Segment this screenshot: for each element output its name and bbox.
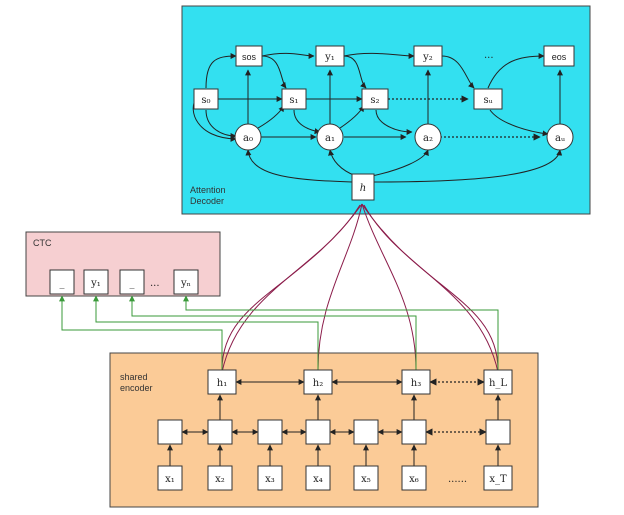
attention-link-h2 — [317, 203, 363, 371]
output-y2-label: y₂ — [422, 52, 433, 63]
state-s1 — [281, 88, 307, 110]
ctc-token-blank-1-label: _ — [60, 278, 65, 289]
attention-decoder-region — [181, 5, 591, 215]
attention-a0 — [234, 123, 262, 151]
attention-links — [221, 203, 499, 373]
decoder-ellipsis: ... — [484, 50, 494, 61]
input-x2-label: x₂ — [215, 474, 225, 485]
encoder-cell-2 — [207, 419, 233, 445]
ctc-token-y1-label: y₁ — [90, 278, 101, 289]
encoder-cell-4 — [305, 419, 331, 445]
encoder-hidden: h₁ h₂ h₃ h_L — [207, 369, 513, 395]
attention-au — [546, 123, 574, 151]
state-s2 — [361, 88, 389, 110]
encoder-cell-5 — [353, 419, 379, 445]
output-sos — [235, 45, 263, 67]
output-y1-label: y₁ — [324, 52, 335, 63]
encoder-cell-3 — [257, 419, 283, 445]
output-sos-label: sos — [242, 52, 257, 62]
input-x4 — [305, 465, 331, 491]
state-s2-label: s₂ — [370, 95, 379, 106]
input-x6-label: x₆ — [409, 474, 419, 485]
input-x4-label: x₄ — [313, 474, 323, 485]
attention-a0-label: a₀ — [243, 133, 253, 144]
input-x3-label: x₃ — [265, 474, 275, 485]
input-xT-label: x_T — [489, 474, 507, 485]
input-x2 — [207, 465, 233, 491]
hidden-h2-label: h₂ — [313, 378, 323, 389]
state-s1-label: s₁ — [289, 95, 298, 106]
output-eos — [543, 45, 575, 67]
input-x1-label: x₁ — [165, 474, 175, 485]
input-xT — [483, 465, 513, 491]
context-h-label: h — [360, 183, 366, 194]
ctc-link-2 — [93, 295, 319, 370]
hidden-h3-label: h₃ — [411, 378, 421, 389]
attention-a1-label: a₁ — [325, 133, 335, 144]
hidden-h1 — [207, 369, 237, 395]
encoder-inputs: x₁ x₂ x₃ x₄ x₅ x₆ ...... x_T — [157, 465, 513, 491]
encoder-cell-6 — [401, 419, 427, 445]
ctc-link-4 — [183, 295, 499, 370]
ctc-token-yn-label: yₙ — [180, 278, 191, 289]
decoder-outputs: sos y₁ y₂ eos ... — [235, 45, 575, 67]
output-y2 — [413, 45, 443, 67]
ctc-token-blank-1 — [49, 269, 75, 295]
encoder-cell-1 — [157, 419, 183, 445]
decoder-region-label-1: Attention — [190, 185, 226, 195]
decoder-region-label-2: Decoder — [190, 196, 224, 206]
input-x5 — [353, 465, 379, 491]
output-y1 — [315, 45, 345, 67]
input-x6 — [401, 465, 427, 491]
hidden-hL — [483, 369, 513, 395]
ctc-region-label: CTC — [33, 238, 52, 248]
state-su-label: sᵤ — [483, 95, 492, 106]
attention-link-hL — [361, 203, 499, 371]
input-x5-label: x₅ — [361, 474, 371, 485]
decoder-arrows — [192, 52, 563, 183]
encoder-cell-7 — [485, 419, 511, 445]
encoder-arrows — [167, 378, 501, 466]
ctc-token-blank-2-label: _ — [130, 278, 135, 289]
encoder-region-label-2: encoder — [120, 383, 153, 393]
state-su — [473, 88, 503, 110]
ctc-ellipsis: ... — [150, 278, 160, 289]
attention-link-h1b — [221, 204, 361, 373]
hidden-hL-label: h_L — [489, 378, 507, 389]
output-eos-label: eos — [552, 52, 567, 62]
encoder-lower-layer — [157, 419, 511, 445]
context-h — [351, 173, 375, 201]
hidden-h2 — [303, 369, 333, 395]
encoder-region-label-1: shared — [120, 372, 148, 382]
attention-nodes: a₀ a₁ a₂ aᵤ — [234, 123, 574, 151]
attention-a2 — [414, 123, 442, 151]
encoder-input-ellipsis: ...... — [448, 474, 467, 485]
ctc-link-3 — [129, 295, 417, 370]
attention-a1 — [316, 123, 344, 151]
ctc-token-blank-2 — [119, 269, 145, 295]
hidden-h1-label: h₁ — [217, 378, 227, 389]
state-s0-label: s₀ — [201, 95, 210, 106]
ctc-tokens: _ y₁ _ ... yₙ — [49, 269, 199, 295]
input-x3 — [257, 465, 283, 491]
attention-a2-label: a₂ — [423, 133, 433, 144]
attention-au-label: aᵤ — [555, 133, 565, 144]
ctc-link-1 — [59, 295, 223, 370]
attention-link-h1 — [221, 203, 363, 371]
ctc-token-yn — [173, 269, 199, 295]
hidden-h3 — [401, 369, 431, 395]
state-s0 — [193, 88, 219, 110]
ctc-token-y1 — [83, 269, 109, 295]
attention-link-h3 — [361, 203, 417, 371]
attention-link-hLb — [363, 204, 499, 373]
ctc-links — [59, 295, 499, 370]
input-x1 — [157, 465, 183, 491]
decoder-states: s₀ s₁ s₂ sᵤ — [193, 88, 503, 110]
